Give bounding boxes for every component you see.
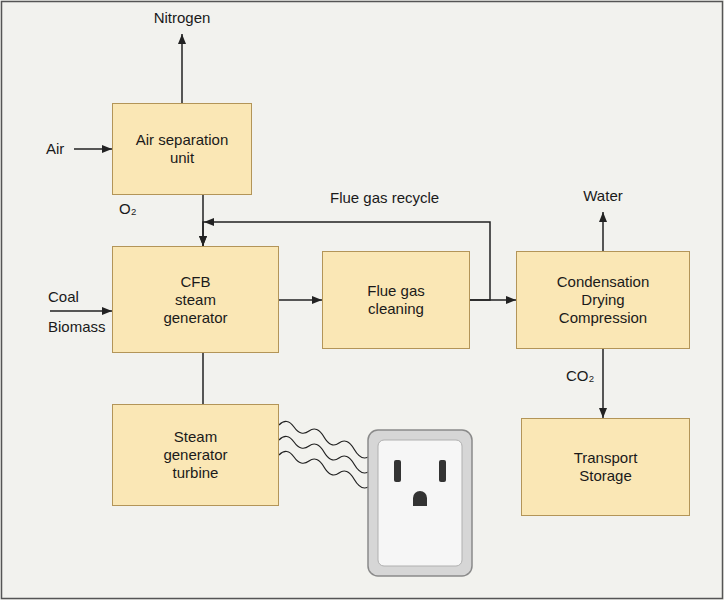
fuel-arrow bbox=[50, 310, 112, 312]
outlet-slot bbox=[394, 460, 401, 482]
water-arrow bbox=[602, 212, 604, 251]
power-outlet bbox=[368, 430, 472, 576]
box-label: Flue gas cleaning bbox=[356, 282, 436, 318]
connector-label: O₂ bbox=[119, 200, 137, 218]
process-box: Steam generator turbine bbox=[112, 404, 279, 506]
process-box: Condensation Drying Compression bbox=[516, 251, 690, 349]
box-label: Condensation Drying Compression bbox=[557, 273, 650, 327]
box-label: Steam generator turbine bbox=[163, 428, 227, 482]
box-label: CFB steam generator bbox=[163, 273, 227, 327]
flow-arrow bbox=[202, 353, 204, 404]
outlet-plate bbox=[378, 440, 462, 566]
recycle-arrowhead bbox=[204, 218, 214, 226]
outlet-frame bbox=[368, 430, 472, 576]
process-box: CFB steam generator bbox=[112, 246, 279, 353]
nitrogen-arrow bbox=[181, 34, 183, 103]
air-arrow bbox=[74, 148, 112, 150]
flow-label: Nitrogen bbox=[154, 9, 211, 27]
connector-label: Flue gas recycle bbox=[330, 189, 439, 207]
wire bbox=[279, 451, 368, 488]
outlet-slot bbox=[439, 460, 446, 482]
box-label: Transport Storage bbox=[574, 449, 638, 485]
flow-arrow bbox=[602, 349, 604, 418]
flow-label: Coal bbox=[48, 288, 79, 306]
box-label: Air separation unit bbox=[130, 131, 235, 167]
process-box: Transport Storage bbox=[521, 418, 690, 516]
flow-label: Water bbox=[583, 187, 622, 205]
flow-arrow bbox=[279, 299, 322, 301]
power-wires bbox=[279, 421, 368, 488]
flow-label: Biomass bbox=[48, 318, 106, 336]
outlet-ground bbox=[413, 491, 427, 506]
process-box: Flue gas cleaning bbox=[322, 251, 470, 349]
flow-label: Air bbox=[46, 140, 64, 158]
connector-label: CO₂ bbox=[566, 367, 594, 385]
process-box: Air separation unit bbox=[112, 103, 252, 195]
